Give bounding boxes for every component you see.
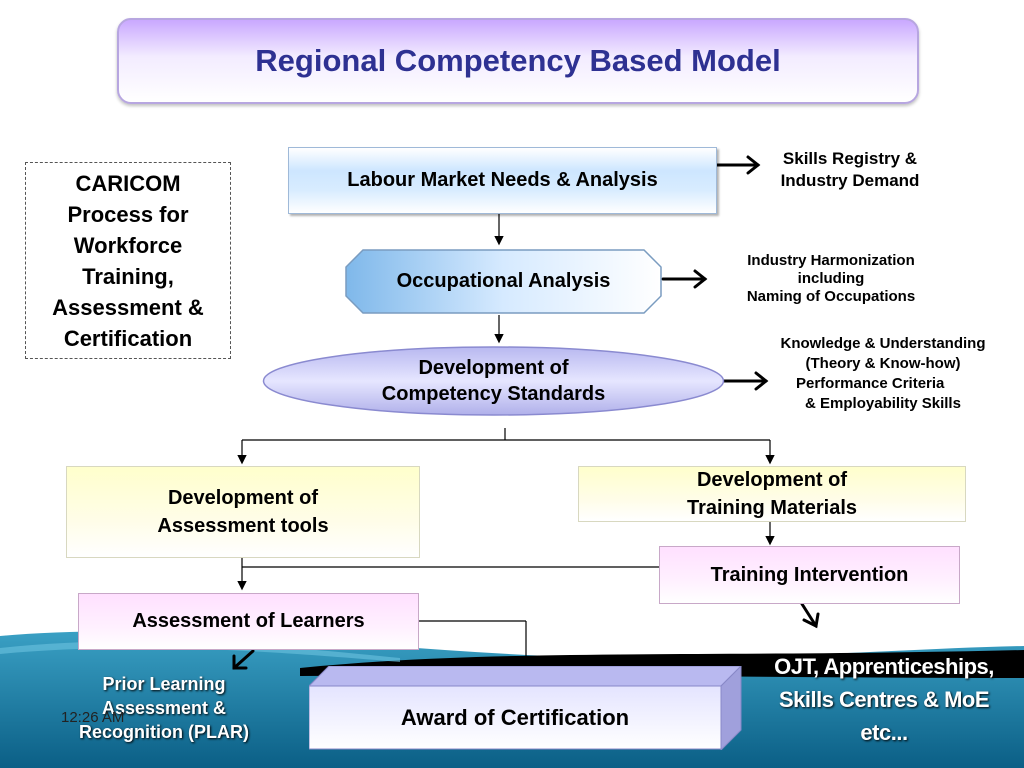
side-box-line: Certification	[63, 325, 193, 351]
slide-title: Regional Competency Based Model	[255, 43, 781, 78]
side-box-line: Training,	[82, 263, 174, 289]
harmonization-note: Industry Harmonization including Naming …	[710, 252, 952, 306]
ellipse-shape	[262, 346, 725, 416]
assessment-learners-node: Assessment of Learners	[78, 593, 419, 650]
award-certification-label-wrap: Award of Certification	[309, 686, 721, 749]
training-intervention-label: Training Intervention	[710, 563, 909, 586]
training-materials-node: Development of Training Materials	[578, 466, 966, 522]
note-line: Naming of Occupations	[746, 288, 916, 305]
ojt-note: OJT, Apprenticeships, Skills Centres & M…	[766, 650, 1002, 749]
side-box-line: Process for	[67, 201, 189, 227]
competency-standards-line: Development of	[418, 357, 569, 379]
assessment-tools-node: Development of Assessment tools	[66, 466, 420, 558]
assessment-tools-line: Assessment tools	[157, 515, 329, 537]
note-line: Assessment &	[101, 698, 227, 718]
competency-standards-line: Competency Standards	[381, 383, 606, 405]
competency-standards-node: Development of Competency Standards	[262, 345, 725, 417]
note-line: Knowledge & Understanding	[780, 335, 986, 352]
arrow-to-skills-registry	[714, 155, 761, 175]
title-banner: Regional Competency Based Model	[117, 18, 919, 104]
arrow-to-ojt	[800, 602, 820, 629]
caricom-process-box: CARICOM Process for Workforce Training, …	[25, 162, 231, 359]
note-line: OJT, Apprenticeships,	[774, 654, 994, 679]
note-line: Industry Demand	[780, 171, 920, 190]
side-box-line: CARICOM	[75, 170, 181, 196]
note-line: (Theory & Know-how)	[805, 355, 961, 372]
assessment-learners-label: Assessment of Learners	[132, 610, 365, 632]
octagon-shape	[345, 249, 662, 314]
training-intervention-node: Training Intervention	[659, 546, 960, 604]
note-line: Performance Criteria	[796, 375, 945, 392]
training-materials-line: Training Materials	[686, 497, 858, 519]
note-line: & Employability Skills	[805, 395, 961, 412]
labour-market-node: Labour Market Needs & Analysis	[288, 147, 717, 214]
assessment-tools-line: Development of	[167, 487, 318, 509]
slide-timestamp: 12:26 AM	[61, 709, 125, 726]
note-line: etc...	[860, 720, 908, 745]
training-materials-line: Development of	[696, 469, 848, 491]
occupational-analysis-node: Occupational Analysis	[345, 249, 662, 314]
award-certification-box	[309, 666, 742, 750]
note-line: Industry Harmonization	[747, 252, 915, 269]
plar-note: Prior Learning Assessment & Recognition …	[66, 672, 262, 744]
side-box-line: Assessment &	[52, 294, 204, 320]
arrow-to-knowledge	[722, 371, 769, 391]
note-line: Skills Registry &	[782, 149, 918, 168]
award-certification-label: Award of Certification	[400, 704, 630, 730]
note-line: Skills Centres & MoE	[778, 687, 990, 712]
labour-market-label: Labour Market Needs & Analysis	[347, 169, 658, 191]
occupational-analysis-label: Occupational Analysis	[396, 270, 611, 292]
note-line: Recognition (PLAR)	[79, 722, 249, 742]
note-line: including	[797, 270, 865, 287]
knowledge-note: Knowledge & Understanding (Theory & Know…	[764, 334, 1002, 414]
arrow-to-harmonization	[661, 269, 708, 289]
skills-registry-note: Skills Registry & Industry Demand	[760, 148, 940, 192]
note-line: Prior Learning	[102, 674, 226, 694]
side-box-line: Workforce	[73, 232, 183, 258]
arrow-to-plar	[232, 649, 255, 670]
